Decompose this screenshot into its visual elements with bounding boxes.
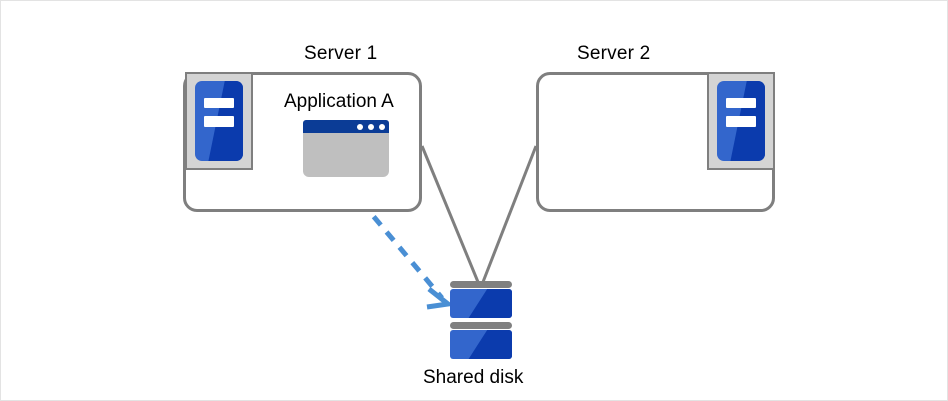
disk-unit [450, 322, 512, 359]
access-arrow-head [426, 287, 455, 310]
server-slot-bar [203, 116, 235, 127]
server-slot-bar [203, 97, 235, 109]
window-dot-icon [368, 123, 374, 130]
window-titlebar [303, 120, 389, 133]
window-dot-icon [379, 123, 385, 130]
server-2-label: Server 2 [577, 43, 651, 64]
disk-platter [450, 281, 512, 288]
server-slot-bar [725, 116, 757, 127]
server-chassis [717, 81, 765, 161]
window-dot-icon [357, 123, 363, 130]
disk-body [450, 289, 512, 318]
window-body [303, 133, 389, 177]
server-icon [185, 72, 253, 170]
disk-platter [450, 322, 512, 329]
application-label: Application A [284, 91, 394, 112]
disk-shading [468, 330, 512, 359]
server-chassis [195, 81, 243, 161]
shared-disk-label: Shared disk [423, 367, 524, 388]
shared-disk-icon[interactable] [450, 281, 512, 360]
server-icon [707, 72, 775, 170]
connector-server2-to-disk [481, 145, 538, 283]
server-1-label: Server 1 [304, 43, 378, 64]
disk-shading [468, 289, 512, 318]
disk-unit [450, 281, 512, 318]
connector-server1-to-disk [420, 145, 480, 283]
application-window-icon[interactable] [303, 120, 389, 177]
disk-body [450, 330, 512, 359]
server-slot-bar [725, 97, 757, 109]
